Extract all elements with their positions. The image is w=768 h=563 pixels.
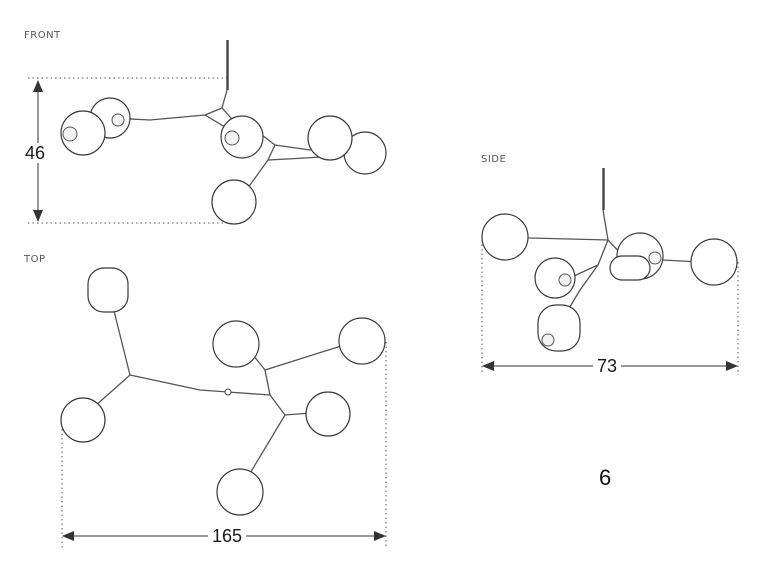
variant-number: 6: [599, 465, 612, 490]
front-view-drawing: [28, 40, 387, 225]
front-view-label: FRONT: [24, 30, 61, 41]
side-globe: [534, 257, 576, 299]
front-globe: [60, 110, 106, 156]
side-globe: [690, 238, 738, 286]
top-view-drawing: [60, 267, 387, 548]
front-globe: [220, 115, 264, 159]
front-globe: [307, 115, 353, 161]
side-view-label: SIDE: [481, 154, 507, 165]
side-width-dimension: 73: [593, 356, 622, 376]
front-globe: [211, 179, 257, 225]
top-globe: [60, 397, 106, 443]
top-globe: [87, 267, 129, 313]
side-globe: [609, 255, 651, 281]
side-view-drawing: [481, 168, 739, 375]
top-globe: [216, 468, 264, 516]
top-globe: [338, 317, 386, 365]
front-height-dimension: 46: [25, 143, 46, 163]
top-globe: [305, 391, 351, 437]
top-width-dimension: 165: [208, 526, 247, 546]
top-view-label: TOP: [24, 254, 46, 265]
top-globe: [212, 320, 260, 368]
side-globe: [481, 213, 529, 261]
